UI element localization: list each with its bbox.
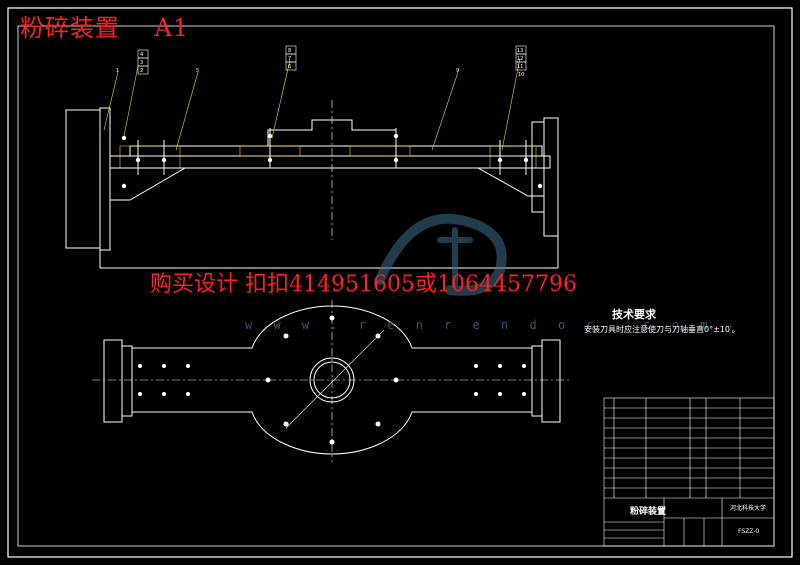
callout-6: 6 bbox=[288, 64, 291, 70]
title-block-name: 粉碎装置 bbox=[630, 507, 667, 517]
callout-7: 7 bbox=[288, 56, 291, 62]
callout-numbers: 1 4 3 2 5 8 7 6 9 13 12 11 10 bbox=[116, 48, 524, 78]
callout-8: 8 bbox=[288, 48, 291, 54]
callout-11: 11 bbox=[517, 64, 523, 70]
title-block-school: 河北科技大学 bbox=[730, 505, 767, 512]
tech-requirements-text: 安装刀具时应注意使刀与刀轴垂直0°±10′。 bbox=[584, 325, 740, 334]
tech-requirements-title: 技术要求 bbox=[612, 308, 656, 321]
callout-12: 12 bbox=[517, 56, 523, 62]
red-overlay-text: 购买设计 扣扣414951605或1064457796 bbox=[150, 272, 577, 297]
title-block bbox=[603, 397, 775, 547]
callout-3: 3 bbox=[140, 60, 143, 66]
callout-leaders bbox=[103, 57, 521, 151]
callout-4: 4 bbox=[140, 52, 143, 58]
watermark-url: w w w . r e n r e n d o c . c o m bbox=[245, 318, 715, 332]
callout-10: 10 bbox=[518, 72, 524, 78]
front-view bbox=[65, 100, 559, 269]
watermark-logo-icon bbox=[375, 213, 507, 296]
callout-1: 1 bbox=[116, 68, 119, 74]
callout-9: 9 bbox=[456, 68, 459, 74]
callout-5: 5 bbox=[196, 68, 199, 74]
title-block-code: FSZZ-0 bbox=[738, 528, 760, 535]
callout-13: 13 bbox=[517, 48, 523, 54]
callout-2: 2 bbox=[140, 68, 143, 74]
callout-boxes bbox=[137, 45, 527, 75]
drawing-title: 粉碎装置 A1 bbox=[20, 14, 190, 42]
plan-view bbox=[92, 300, 572, 462]
